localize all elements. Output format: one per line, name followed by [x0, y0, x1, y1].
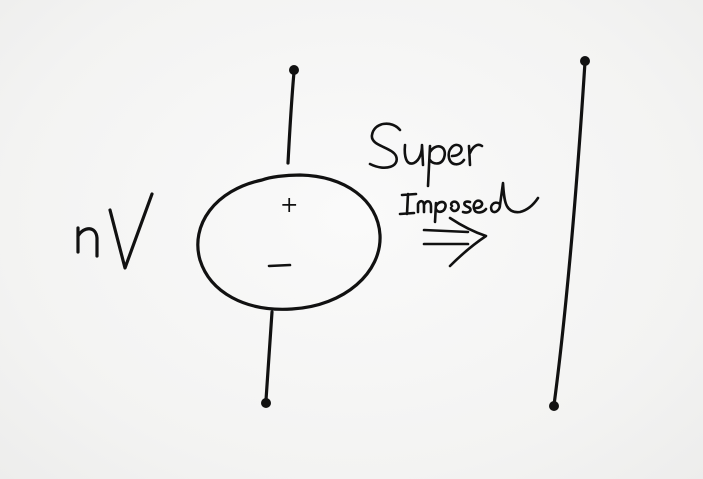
letters-mposed [416, 181, 540, 224]
letter-e [447, 143, 466, 166]
right-wire [549, 56, 590, 411]
source-bottom-lead [264, 310, 274, 402]
v-glyph [108, 192, 154, 270]
word-imposed-text: Imposed [399, 209, 405, 211]
letter-u [403, 143, 425, 167]
right-wire-top-terminal [580, 56, 590, 66]
letter-p [426, 144, 447, 188]
source-top-lead [286, 70, 296, 165]
superimposed-annotation: Super Imposed [368, 122, 540, 268]
letter-S [368, 122, 402, 169]
plus-sign-label: + [280, 193, 298, 218]
word-super-text: Super [400, 149, 404, 151]
letter-I [398, 192, 418, 216]
source-bottom-terminal [261, 398, 271, 408]
voltage-source: + [196, 65, 382, 408]
right-wire-line [552, 60, 587, 407]
source-value-label: nV [76, 192, 154, 270]
source-circle [196, 173, 382, 311]
n-glyph [76, 226, 99, 258]
source-value-text: nV [80, 267, 82, 269]
letter-r [467, 143, 484, 167]
right-wire-bottom-terminal [549, 401, 559, 411]
arrow-head [448, 216, 488, 268]
minus-sign-mark [267, 263, 292, 268]
arrow-shaft-top [422, 228, 470, 234]
source-top-terminal [289, 65, 299, 75]
